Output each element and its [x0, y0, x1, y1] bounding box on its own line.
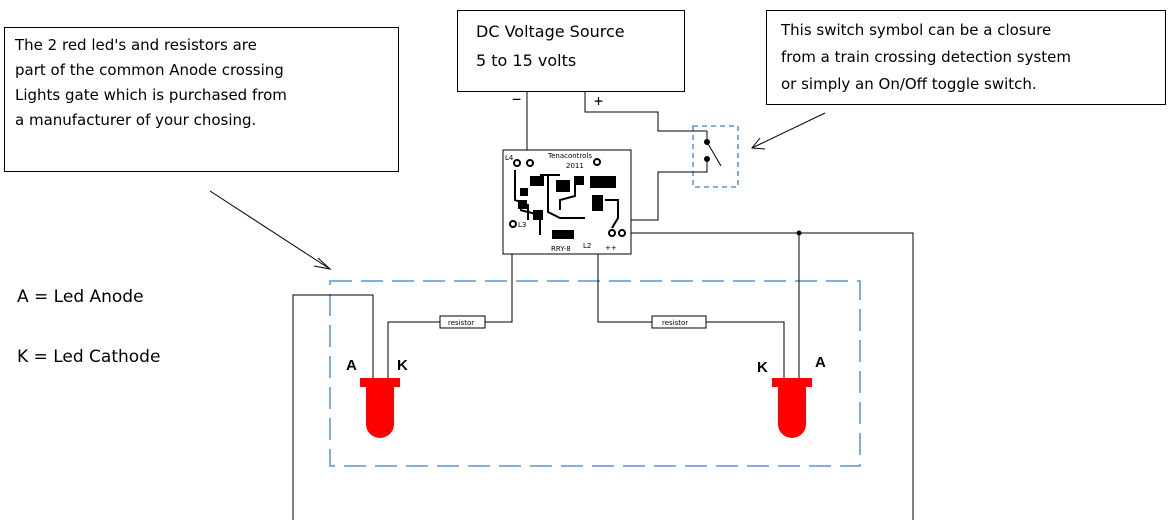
left-led-anode-label: A	[346, 357, 357, 374]
switch-outline	[692, 125, 739, 188]
right-led-cathode-label: K	[757, 359, 768, 376]
right-led-icon	[772, 366, 812, 438]
arrow-to-gate	[209, 190, 332, 270]
switch-return-wire	[616, 166, 708, 221]
crossing-gate-outline	[329, 280, 861, 467]
arrow-to-switch	[751, 112, 826, 150]
switch-icon	[704, 131, 722, 167]
board-brand: Tenacontrols	[547, 152, 592, 160]
board-l2: L2	[583, 242, 591, 250]
led-note-line: part of the common Anode crossing	[15, 61, 284, 79]
left-resistor-label: resistor	[448, 319, 474, 327]
right-led-anode-label: A	[815, 354, 826, 371]
left-anode-loop	[292, 294, 374, 520]
left-resistor: resistor	[439, 315, 486, 329]
led-note-box: The 2 red led's and resistors are part o…	[4, 27, 399, 172]
board-traces	[509, 158, 626, 237]
controller-board: Tenacontrols 2011 L4 L3 L2 RRY-8 ++	[502, 149, 632, 255]
legend-cathode: K = Led Cathode	[17, 347, 161, 367]
positive-wire-to-switch	[584, 92, 707, 132]
right-resistor-lead-b	[706, 321, 785, 378]
board-plus-plus: ++	[605, 244, 617, 252]
right-resistor-label: resistor	[662, 319, 688, 327]
left-resistor-lead-a	[485, 244, 513, 323]
wires	[292, 92, 914, 520]
led-note-line: The 2 red led's and resistors are	[15, 36, 257, 54]
junction-dot	[796, 230, 802, 236]
dc-source-title: DC Voltage Source	[476, 22, 625, 41]
switch-note-line: This switch symbol can be a closure	[781, 21, 1052, 39]
board-model: RRY-8	[551, 245, 571, 253]
right-resistor: resistor	[651, 315, 707, 329]
switch-note-box: This switch symbol can be a closure from…	[766, 10, 1166, 105]
board-year: 2011	[566, 162, 584, 170]
left-led-return-wire	[620, 232, 914, 520]
led-note-line: a manufacturer of your chosing.	[15, 111, 257, 129]
switch-note-line: or simply an On/Off toggle switch.	[781, 75, 1037, 93]
left-resistor-lead-b	[387, 321, 440, 378]
plus-terminal-label: +	[594, 92, 603, 110]
left-led-icon	[360, 366, 400, 438]
minus-terminal-label: −	[512, 90, 521, 108]
board-l3: L3	[518, 221, 526, 229]
left-led-cathode-label: K	[397, 357, 408, 374]
dc-source-range: 5 to 15 volts	[476, 51, 577, 70]
switch-note-line: from a train crossing detection system	[781, 48, 1072, 66]
legend-anode: A = Led Anode	[17, 287, 144, 307]
led-note-line: Lights gate which is purchased from	[15, 86, 287, 104]
dc-source-box: DC Voltage Source 5 to 15 volts	[457, 10, 685, 92]
right-resistor-lead-a	[597, 244, 652, 323]
board-l4: L4	[505, 154, 514, 162]
board-components	[518, 176, 616, 239]
